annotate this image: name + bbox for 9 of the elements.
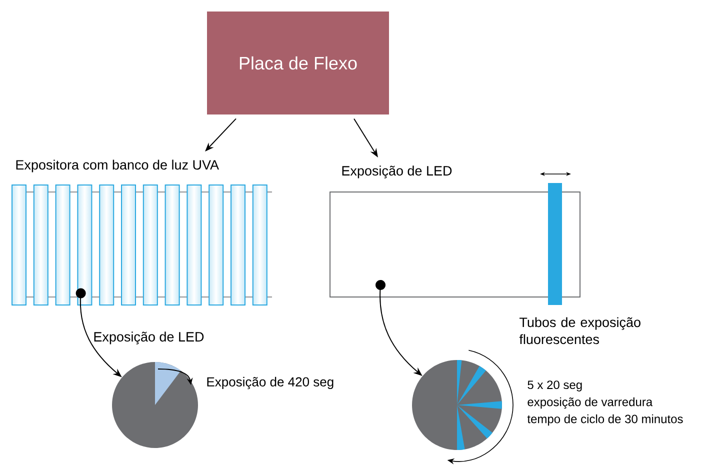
scan-note: 5 x 20 seg — [528, 380, 582, 392]
tube-label: Tubos de exposição fluorescentes — [519, 317, 640, 344]
scan-note: tempo de ciclo de 30 minutos — [527, 414, 683, 426]
heading: Exposição de LED — [342, 166, 452, 178]
process-box: Placa de Flexo — [207, 12, 389, 114]
edge-label: Exposição de LED — [94, 332, 204, 344]
duration-label: Exposição de 420 seg — [207, 376, 334, 390]
scan-note: exposição de varredura — [528, 397, 653, 409]
heading: Expositora com banco de luz UVA — [16, 160, 219, 172]
